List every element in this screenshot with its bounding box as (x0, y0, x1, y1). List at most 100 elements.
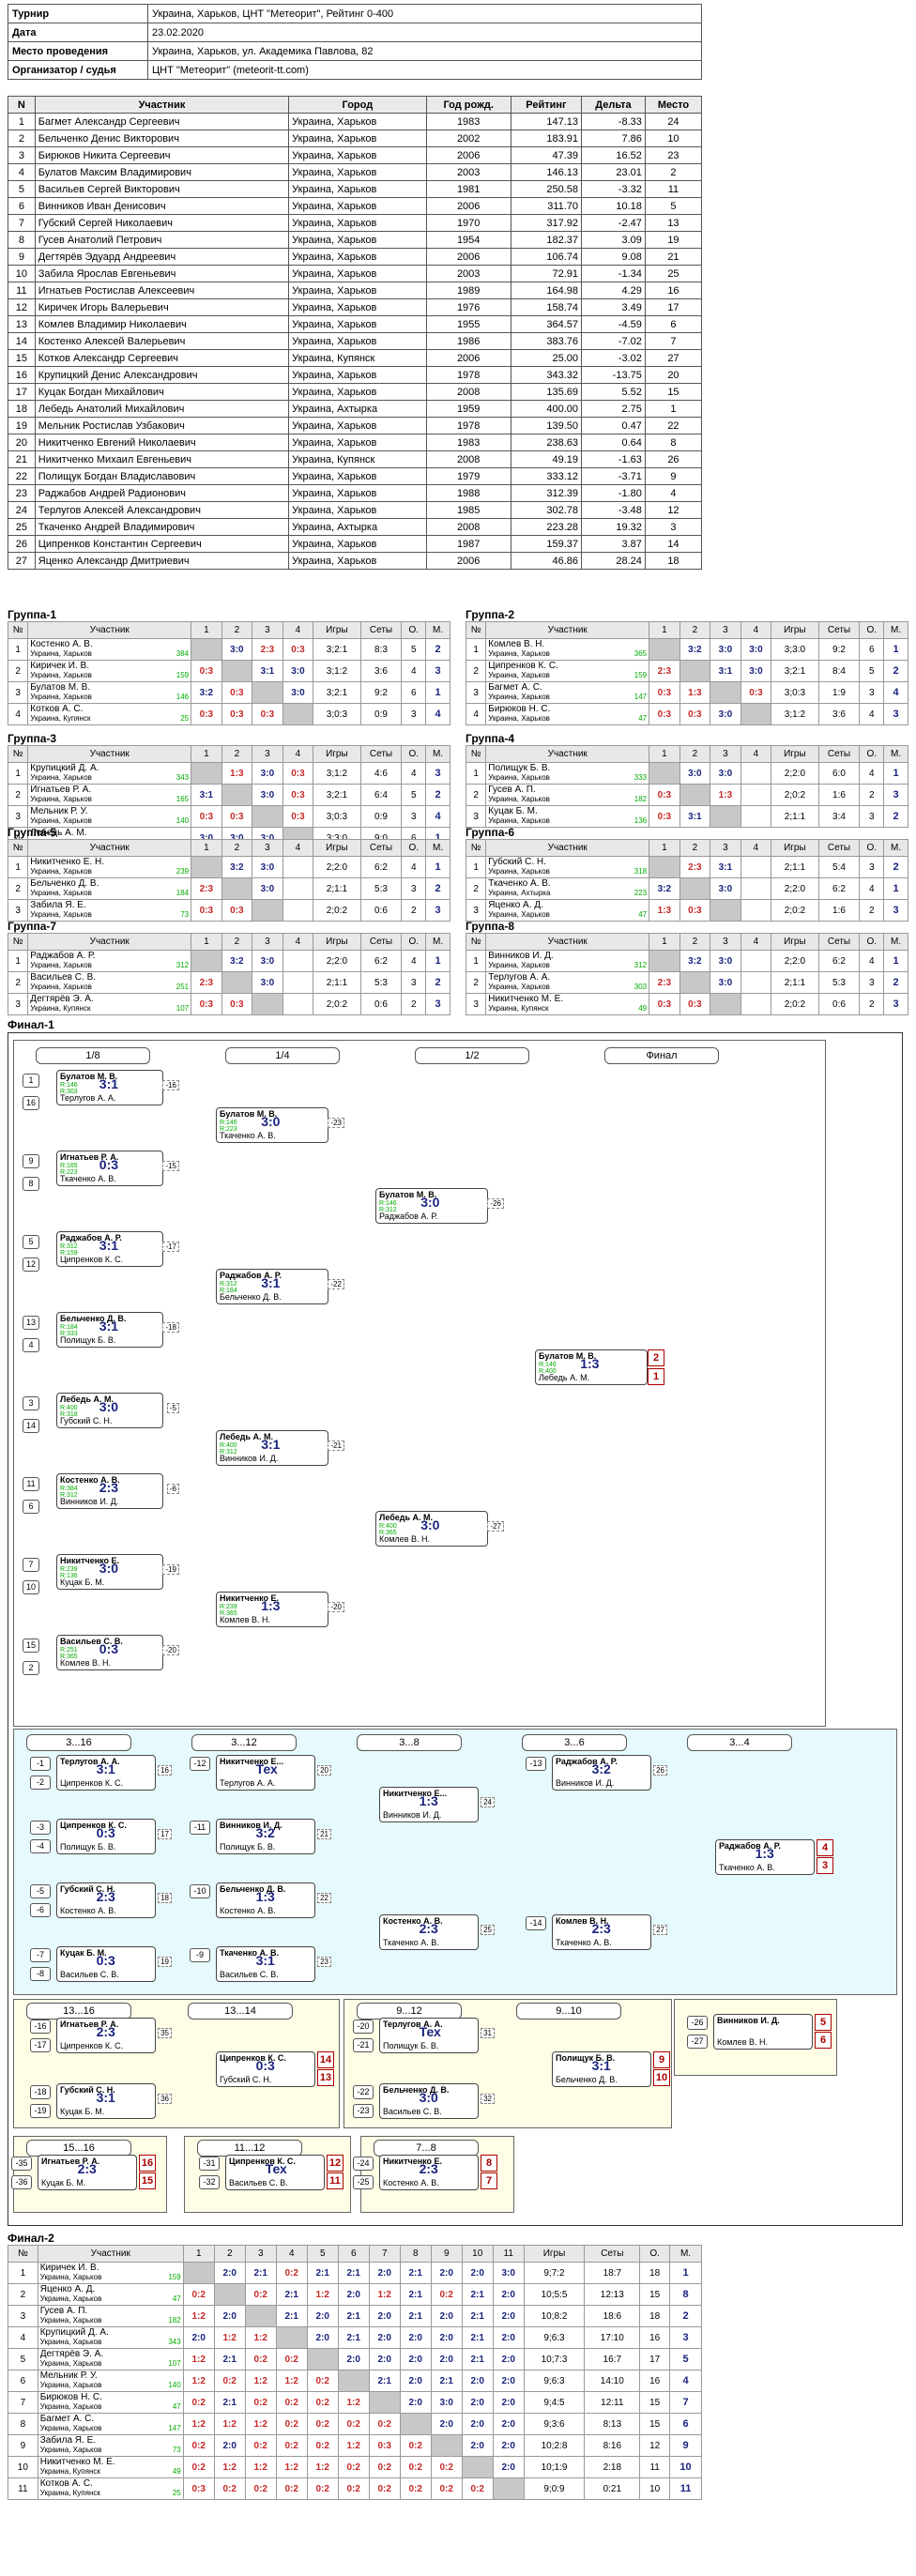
match-rating1: R:165 (60, 1163, 78, 1169)
player-rating: 47 (172, 2402, 181, 2411)
group-cell-self (191, 856, 222, 878)
match-rating1: R:400 (220, 1442, 237, 1449)
group-score (740, 856, 772, 878)
match-box[interactable]: Винников И. Д.Комлев В. Н. (713, 2014, 813, 2050)
group-place: 2 (425, 971, 450, 994)
final2-games: 10;1:9 (523, 2456, 586, 2478)
rating-cell: Украина, Харьков (288, 383, 427, 401)
group-row-number: 3 (465, 681, 487, 704)
group-sets: 6:2 (817, 877, 861, 900)
player-rating: 182 (634, 795, 648, 803)
group-score: 3:0 (710, 877, 741, 900)
player-city: Украина, Харьков (488, 714, 550, 723)
rating-cell: Украина, Харьков (288, 214, 427, 232)
final2-place: 6 (669, 2413, 702, 2435)
group-header: Сеты (359, 621, 403, 639)
seed-number: 4 (23, 1338, 39, 1352)
rating-cell: 1986 (425, 332, 511, 350)
rating-cell: 26 (8, 535, 36, 553)
final2-header: 3 (244, 2245, 277, 2263)
group-score (740, 877, 772, 900)
match-rating2: R:333 (60, 1331, 78, 1337)
group-score: 2:3 (191, 971, 222, 994)
match-rating1: R:146 (60, 1082, 78, 1089)
group-header: Игры (771, 621, 819, 639)
final2-score: 2:1 (368, 2370, 401, 2392)
match-score: 0:3 (96, 1953, 115, 1968)
group-score: 0:3 (282, 784, 314, 806)
player-city: Украина, Харьков (30, 867, 92, 876)
group-sets: 1:6 (817, 784, 861, 806)
match-rating2: R:312 (379, 1207, 397, 1213)
group-games: 3;2:1 (771, 660, 819, 682)
rating-cell: 106.74 (510, 248, 583, 266)
final2-score: 2:0 (492, 2391, 525, 2414)
loser-ref: -21 (353, 2038, 374, 2052)
rating-cell: Никитченко Михаил Евгеньевич (34, 450, 290, 468)
group-games: 2;1:1 (771, 805, 819, 828)
final2-score: 0:2 (244, 2391, 277, 2414)
group-header: 3 (710, 745, 741, 763)
final2-score: 0:2 (244, 2283, 277, 2306)
group-header: Участник (27, 933, 192, 951)
rating-cell: 14 (644, 535, 703, 553)
match-score: 1:3 (261, 1598, 281, 1613)
info-key: Организатор / судья (8, 60, 148, 80)
rating-cell: 333.12 (510, 467, 583, 485)
group-header: Игры (313, 745, 361, 763)
group-cell-self (252, 805, 283, 828)
group-score: 3:2 (649, 877, 680, 900)
group-header: 1 (191, 839, 222, 857)
player-name: Костенко А. В. (30, 639, 93, 649)
group-header: 1 (649, 839, 680, 857)
round-header: 3...6 (522, 1734, 627, 1751)
match-player2: Васильев С. В. (229, 2178, 288, 2187)
match-rating1: R:251 (60, 1647, 78, 1654)
player-rating: 140 (176, 816, 190, 825)
group-score: 2:3 (679, 856, 711, 878)
final2-score: 1:2 (244, 2456, 277, 2478)
rating-cell: Бельченко Денис Викторович (34, 130, 290, 147)
